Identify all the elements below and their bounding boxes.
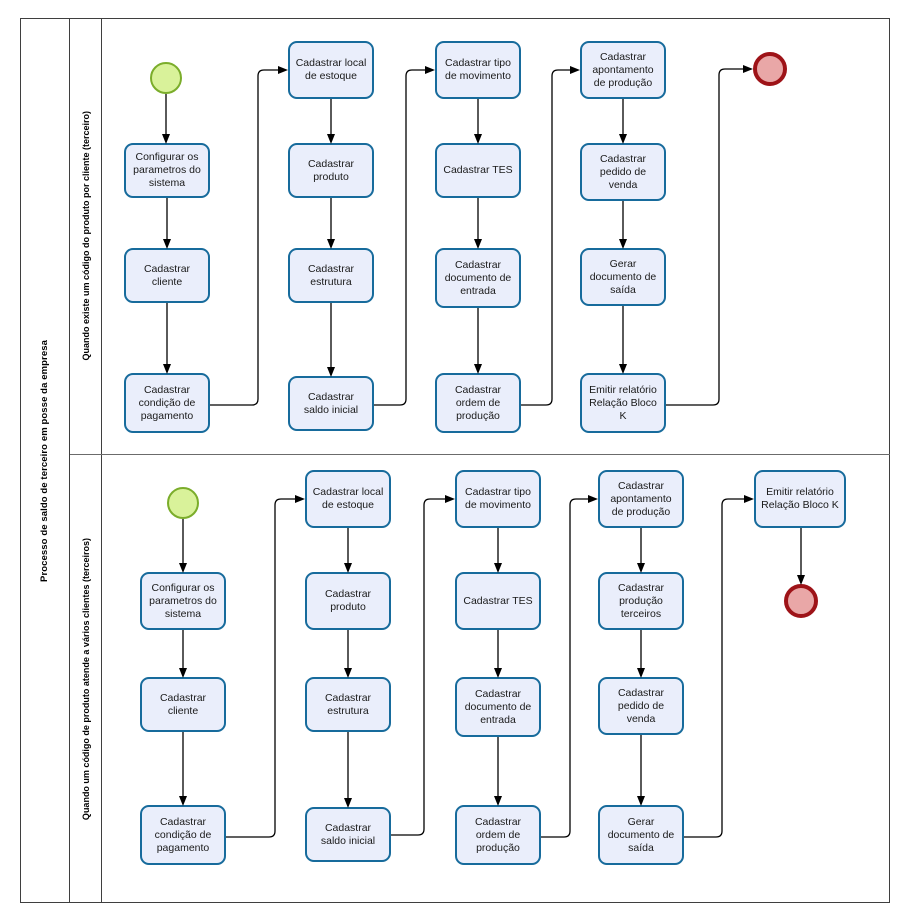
task-cadastrar-tes[interactable]: Cadastrar TES bbox=[455, 572, 541, 630]
task-cadastrar-estrutura[interactable]: Cadastrar estrutura bbox=[288, 248, 374, 303]
task-cadastrar-saldo-inicial[interactable]: Cadastrar saldo inicial bbox=[305, 807, 391, 862]
start-event[interactable] bbox=[167, 487, 199, 519]
task-cadastrar-documento-entrada[interactable]: Cadastrar documento de entrada bbox=[435, 248, 521, 308]
task-cadastrar-condicao-pagamento[interactable]: Cadastrar condição de pagamento bbox=[124, 373, 210, 433]
task-cadastrar-documento-entrada[interactable]: Cadastrar documento de entrada bbox=[455, 677, 541, 737]
task-configurar-parametros[interactable]: Configurar os parametros do sistema bbox=[140, 572, 226, 630]
pool-label-text: Processo de saldo de terceiro em posse d… bbox=[39, 339, 50, 582]
lane-1-label: Quando existe um código do produto por c… bbox=[70, 18, 102, 454]
lane-existing-product-code: Quando existe um código do produto por c… bbox=[70, 18, 890, 455]
task-cadastrar-ordem-producao[interactable]: Cadastrar ordem de produção bbox=[455, 805, 541, 865]
task-cadastrar-pedido-venda[interactable]: Cadastrar pedido de venda bbox=[580, 143, 666, 201]
end-event[interactable] bbox=[753, 52, 787, 86]
task-cadastrar-apontamento-producao[interactable]: Cadastrar apontamento de produção bbox=[580, 41, 666, 99]
task-cadastrar-local-estoque[interactable]: Cadastrar local de estoque bbox=[305, 470, 391, 528]
task-cadastrar-saldo-inicial[interactable]: Cadastrar saldo inicial bbox=[288, 376, 374, 431]
lane-2-body: Configurar os parametros do sistema Cada… bbox=[102, 455, 890, 903]
task-cadastrar-produto[interactable]: Cadastrar produto bbox=[288, 143, 374, 198]
lane-1-body: Configurar os parametros do sistema Cada… bbox=[102, 18, 890, 454]
task-emitir-relatorio-bloco-k[interactable]: Emitir relatório Relação Bloco K bbox=[754, 470, 846, 528]
task-cadastrar-apontamento-producao[interactable]: Cadastrar apontamento de produção bbox=[598, 470, 684, 528]
task-cadastrar-tipo-movimento[interactable]: Cadastrar tipo de movimento bbox=[435, 41, 521, 99]
lane-2-label-text: Quando um código de produto atende a vár… bbox=[80, 537, 91, 821]
task-cadastrar-cliente[interactable]: Cadastrar cliente bbox=[124, 248, 210, 303]
task-emitir-relatorio-bloco-k[interactable]: Emitir relatório Relação Bloco K bbox=[580, 373, 666, 433]
task-cadastrar-producao-terceiros[interactable]: Cadastrar produção terceiros bbox=[598, 572, 684, 630]
task-cadastrar-cliente[interactable]: Cadastrar cliente bbox=[140, 677, 226, 732]
task-cadastrar-ordem-producao[interactable]: Cadastrar ordem de produção bbox=[435, 373, 521, 433]
task-cadastrar-condicao-pagamento[interactable]: Cadastrar condição de pagamento bbox=[140, 805, 226, 865]
start-event[interactable] bbox=[150, 62, 182, 94]
lane-2-label: Quando um código de produto atende a vár… bbox=[70, 455, 102, 903]
task-gerar-documento-saida[interactable]: Gerar documento de saída bbox=[580, 248, 666, 306]
task-configurar-parametros[interactable]: Configurar os parametros do sistema bbox=[124, 143, 210, 198]
task-cadastrar-pedido-venda[interactable]: Cadastrar pedido de venda bbox=[598, 677, 684, 735]
task-gerar-documento-saida[interactable]: Gerar documento de saída bbox=[598, 805, 684, 865]
task-cadastrar-estrutura[interactable]: Cadastrar estrutura bbox=[305, 677, 391, 732]
task-cadastrar-tipo-movimento[interactable]: Cadastrar tipo de movimento bbox=[455, 470, 541, 528]
lane-1-label-text: Quando existe um código do produto por c… bbox=[80, 111, 91, 361]
lane-shared-product-code: Quando um código de produto atende a vár… bbox=[70, 455, 890, 903]
task-cadastrar-produto[interactable]: Cadastrar produto bbox=[305, 572, 391, 630]
task-cadastrar-tes[interactable]: Cadastrar TES bbox=[435, 143, 521, 198]
pool-label: Processo de saldo de terceiro em posse d… bbox=[20, 18, 70, 903]
end-event[interactable] bbox=[784, 584, 818, 618]
task-cadastrar-local-estoque[interactable]: Cadastrar local de estoque bbox=[288, 41, 374, 99]
